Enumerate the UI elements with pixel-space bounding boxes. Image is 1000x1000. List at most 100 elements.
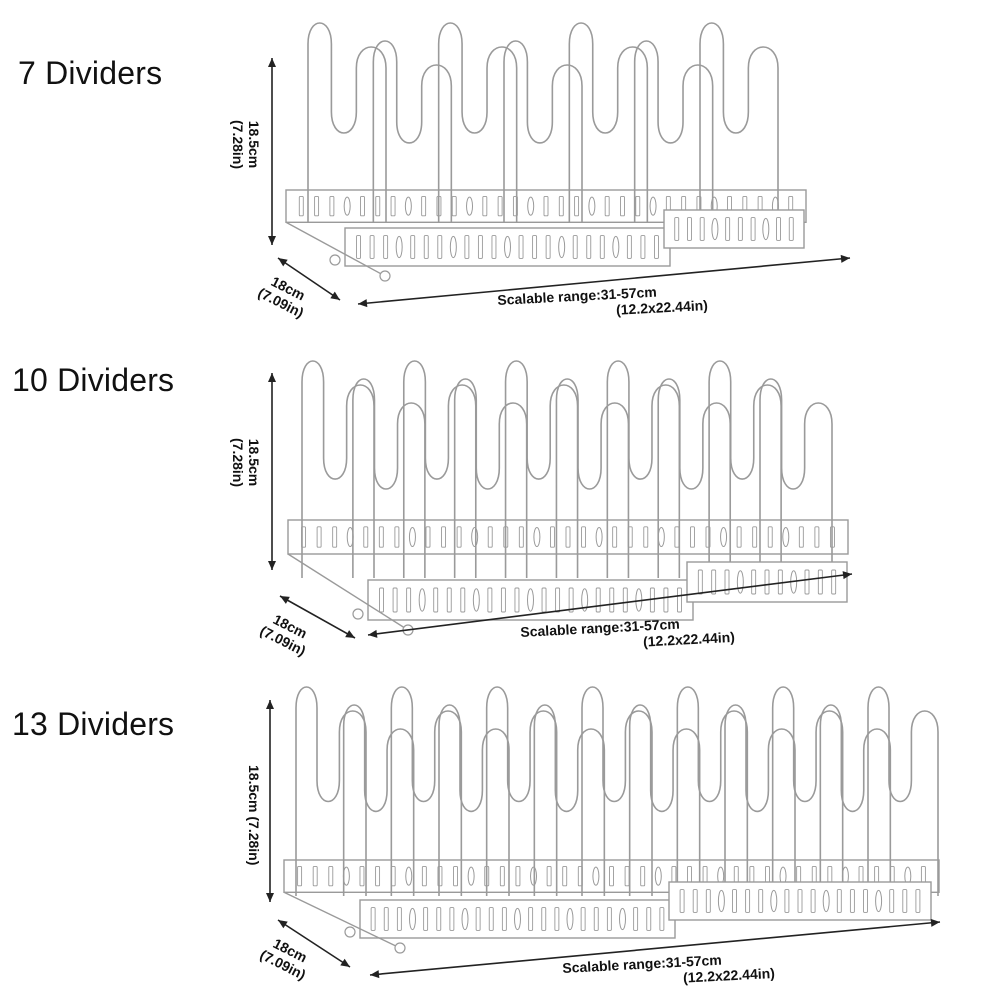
rail-slot (395, 235, 403, 259)
arrow-head (330, 291, 340, 300)
rail-slot (316, 526, 322, 548)
height-label: 18.5cm (7.28in) (230, 120, 262, 169)
divider-wire (342, 704, 415, 896)
arrow-head (345, 630, 355, 638)
side-bar (287, 553, 409, 631)
rail-slot (902, 889, 908, 913)
rail-slot (527, 196, 535, 216)
rail-slot (592, 866, 600, 886)
rail-slot (515, 866, 521, 887)
rail-slot (770, 889, 778, 913)
rail-slot (595, 587, 601, 613)
divider-wire (352, 378, 426, 578)
rail-slot (297, 866, 303, 887)
rail-slot (566, 907, 574, 931)
divider-wire (390, 686, 463, 896)
rail-slot (328, 866, 334, 887)
rail-slot (831, 569, 837, 595)
divider-wire (708, 360, 782, 578)
rail-slot (471, 526, 479, 548)
rail-slot (725, 217, 731, 241)
rail-slot (514, 907, 521, 931)
height-label: 18.5cm (7.28in) (246, 765, 262, 865)
rail-slot (298, 196, 304, 217)
rail-slot (798, 526, 804, 548)
rail-slot (836, 889, 842, 913)
divider-wire (676, 686, 749, 896)
divider-wire (555, 378, 630, 578)
rail-slot (586, 235, 592, 259)
rail-slot (663, 587, 669, 613)
arrow-head (930, 918, 940, 927)
rail-slot (504, 235, 511, 259)
divider-wire (819, 704, 892, 896)
height-cm: 18.5cm (246, 120, 262, 169)
side-bar (283, 891, 401, 949)
rail-slot (360, 196, 365, 217)
rail-slot (329, 196, 335, 217)
dimension-arrow (268, 373, 276, 570)
divider-wire (453, 378, 528, 578)
rail-slot (619, 907, 626, 931)
rail-slot (423, 907, 429, 931)
rail-slot (654, 866, 662, 886)
arrow-line (357, 257, 851, 305)
height-in: (7.28in) (230, 438, 246, 488)
rail-slot (599, 235, 605, 259)
rail-slot (689, 526, 695, 548)
rail-slot (705, 889, 711, 913)
rail-slot (788, 217, 794, 241)
rail-slot (558, 235, 566, 259)
rail-slot (383, 907, 389, 931)
arrow-line (367, 573, 853, 636)
dimension-arrow (277, 919, 351, 968)
arrow-head (268, 236, 276, 245)
rail-slot (472, 588, 480, 612)
divider-wire (699, 22, 779, 222)
rail-slot (863, 889, 868, 913)
foot-knob (379, 270, 391, 282)
divider-wire (295, 686, 367, 896)
rail-slot (687, 217, 692, 241)
arrow-head (266, 893, 274, 902)
rail-slot (764, 569, 770, 595)
rail-slot (437, 235, 443, 259)
rail-slot (541, 587, 547, 613)
divider-wire (485, 686, 558, 896)
rail-slot (378, 526, 384, 548)
rail-slot (677, 587, 682, 613)
rail-slot (441, 526, 447, 548)
rail-bar (367, 579, 694, 621)
panel-title: 10 Dividers (12, 362, 175, 398)
rack-rail (344, 227, 671, 267)
rail-slot (633, 907, 639, 931)
rail-slot (487, 526, 493, 548)
dimension-arrow (369, 918, 941, 979)
divider-wire (759, 378, 833, 578)
rail-slot (717, 889, 725, 913)
rail-slot (568, 587, 574, 613)
rail-slot (405, 866, 413, 886)
rail-slot (518, 235, 524, 259)
rail-slot (370, 907, 376, 931)
rail-slot (817, 569, 823, 595)
rail-slot (533, 526, 541, 548)
rail-slot (640, 866, 646, 887)
rail-slot (776, 217, 781, 241)
rail-slot (889, 889, 895, 913)
rail-slot (674, 217, 680, 241)
rack-image (266, 686, 941, 979)
rail-bar (344, 227, 671, 267)
divider-wire (771, 686, 844, 896)
arrow-head (268, 561, 276, 570)
dimension-arrow (357, 254, 851, 308)
rail-slot (497, 196, 503, 217)
rail-slot (453, 866, 458, 887)
side-bar (285, 221, 386, 277)
rail-slot (464, 235, 470, 259)
rail-slot (609, 587, 615, 613)
arrow-line (279, 595, 356, 639)
dimension-arrow (279, 595, 356, 639)
rail-slot (626, 235, 632, 259)
rail-slot (488, 907, 494, 931)
